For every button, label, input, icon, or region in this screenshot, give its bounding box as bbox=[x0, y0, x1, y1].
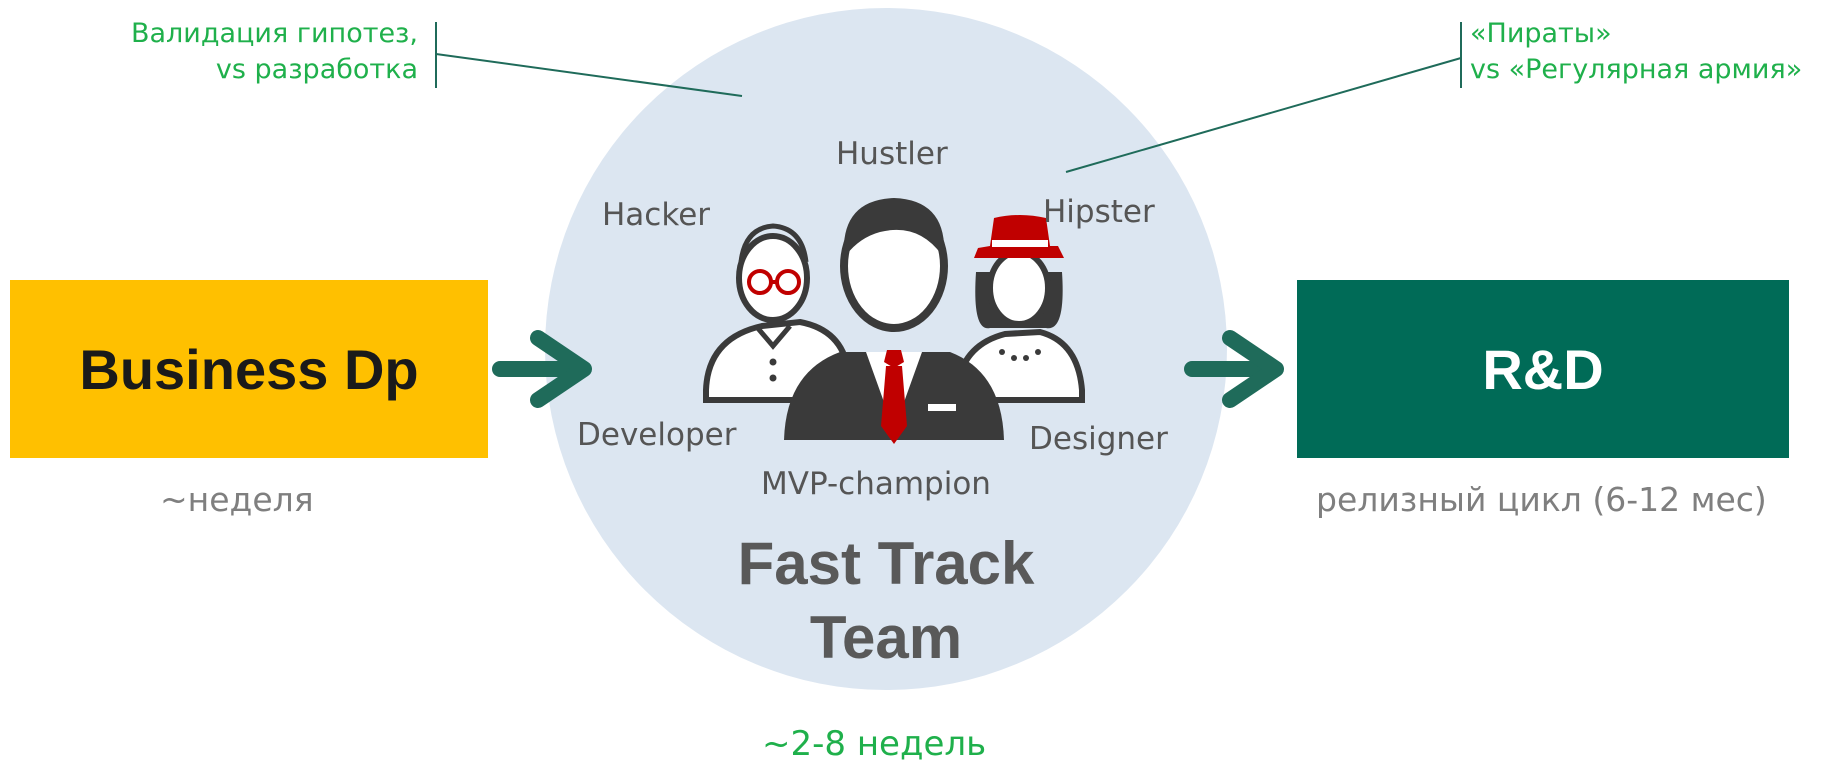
team-people-icon bbox=[703, 198, 1085, 444]
role-mvp-champion: MVP-champion bbox=[761, 466, 991, 502]
arrow-right-icon bbox=[1184, 330, 1284, 408]
team-circle bbox=[545, 8, 1227, 690]
role-designer: Designer bbox=[1029, 421, 1168, 457]
left-note-connector bbox=[435, 53, 743, 97]
rd-box: R&D bbox=[1297, 280, 1789, 458]
rd-caption: релизный цикл (6-12 мес) bbox=[1316, 480, 1767, 519]
team-title-line1: Fast Track bbox=[737, 530, 1035, 597]
role-hacker: Hacker bbox=[602, 197, 711, 233]
business-dp-caption: ~неделя bbox=[160, 480, 314, 519]
arrow-right-icon bbox=[492, 330, 592, 408]
hustler-person-icon bbox=[784, 198, 1004, 444]
role-hipster: Hipster bbox=[1043, 194, 1155, 230]
team-title-line2: Team bbox=[809, 604, 963, 671]
right-note-connector bbox=[1065, 57, 1462, 173]
left-note: Валидация гипотез, vs разработка bbox=[80, 16, 418, 88]
business-dp-label: Business Dp bbox=[79, 337, 419, 401]
role-developer: Developer bbox=[577, 417, 737, 453]
fast-track-duration: ~2-8 недель bbox=[762, 724, 987, 764]
team-title: Fast Track Team bbox=[636, 527, 1136, 675]
business-dp-box: Business Dp bbox=[10, 280, 488, 458]
left-note-line2: vs разработка bbox=[215, 54, 418, 85]
right-note-line1: «Пираты» bbox=[1470, 18, 1612, 49]
right-note-line2: vs «Регулярная армия» bbox=[1470, 54, 1803, 85]
rd-label: R&D bbox=[1482, 337, 1604, 401]
right-note: «Пираты» vs «Регулярная армия» bbox=[1470, 16, 1802, 88]
role-hustler: Hustler bbox=[836, 136, 948, 172]
left-note-line1: Валидация гипотез, bbox=[130, 18, 418, 49]
